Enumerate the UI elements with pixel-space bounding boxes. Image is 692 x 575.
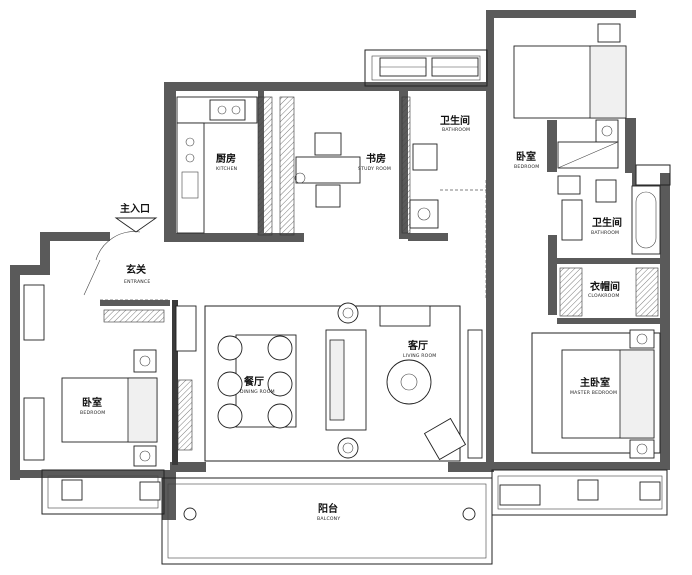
main-entry-label: 主入口 [120, 202, 150, 215]
entrance-label-en: ENTRANCE [124, 279, 150, 285]
balcony-label: 阳台 [318, 502, 338, 515]
dining-furniture [217, 334, 297, 429]
closet-label-en: CLOAKROOM [588, 293, 619, 299]
entrance-fixtures [83, 217, 197, 451]
bedroom-left-label: 卧室 [82, 396, 102, 409]
closet-fixtures [559, 267, 659, 317]
entrance-label: 玄关 [126, 263, 146, 276]
bedroom-left-furniture [61, 349, 158, 467]
master-label-en: MASTER BEDROOM [570, 390, 617, 396]
study-label-en: STUDY ROOM [358, 166, 391, 172]
balcony-items [61, 479, 661, 521]
dining-label: 餐厅 [243, 375, 264, 388]
living-label-en: LIVING ROOM [403, 353, 436, 359]
living-label: 客厅 [407, 339, 428, 352]
kitchen-fixtures [176, 96, 295, 236]
windows [23, 57, 541, 506]
master-bedroom-furniture [561, 329, 655, 459]
bath-right-label: 卫生间 [592, 216, 622, 229]
walls [10, 10, 670, 520]
bedroom-top-furniture [513, 23, 627, 169]
bath-right-fixtures [557, 175, 661, 255]
room-labels: 厨房 KITCHEN 书房 STUDY ROOM 卫生间 BATHROOM 卧室… [80, 114, 622, 522]
kitchen-label-en: KITCHEN [216, 166, 237, 172]
study-label: 书房 [366, 152, 386, 165]
bath-right-label-en: BATHROOM [591, 230, 619, 236]
dining-label-en: DINING ROOM [240, 389, 275, 395]
closet-label: 衣帽间 [590, 280, 620, 293]
living-furniture [325, 302, 483, 461]
bedroom-top-label-en: BEDROOM [514, 164, 539, 170]
study-furniture [294, 96, 439, 234]
balcony-label-en: BALCONY [317, 516, 340, 522]
kitchen-label: 厨房 [216, 152, 236, 165]
bath-top-label-en: BATHROOM [442, 127, 470, 133]
bath-top-label: 卫生间 [440, 114, 470, 127]
outlines [41, 49, 671, 565]
bedroom-left-label-en: BEDROOM [80, 410, 105, 416]
bedroom-top-label: 卧室 [516, 150, 536, 163]
master-label: 主卧室 [580, 376, 610, 389]
